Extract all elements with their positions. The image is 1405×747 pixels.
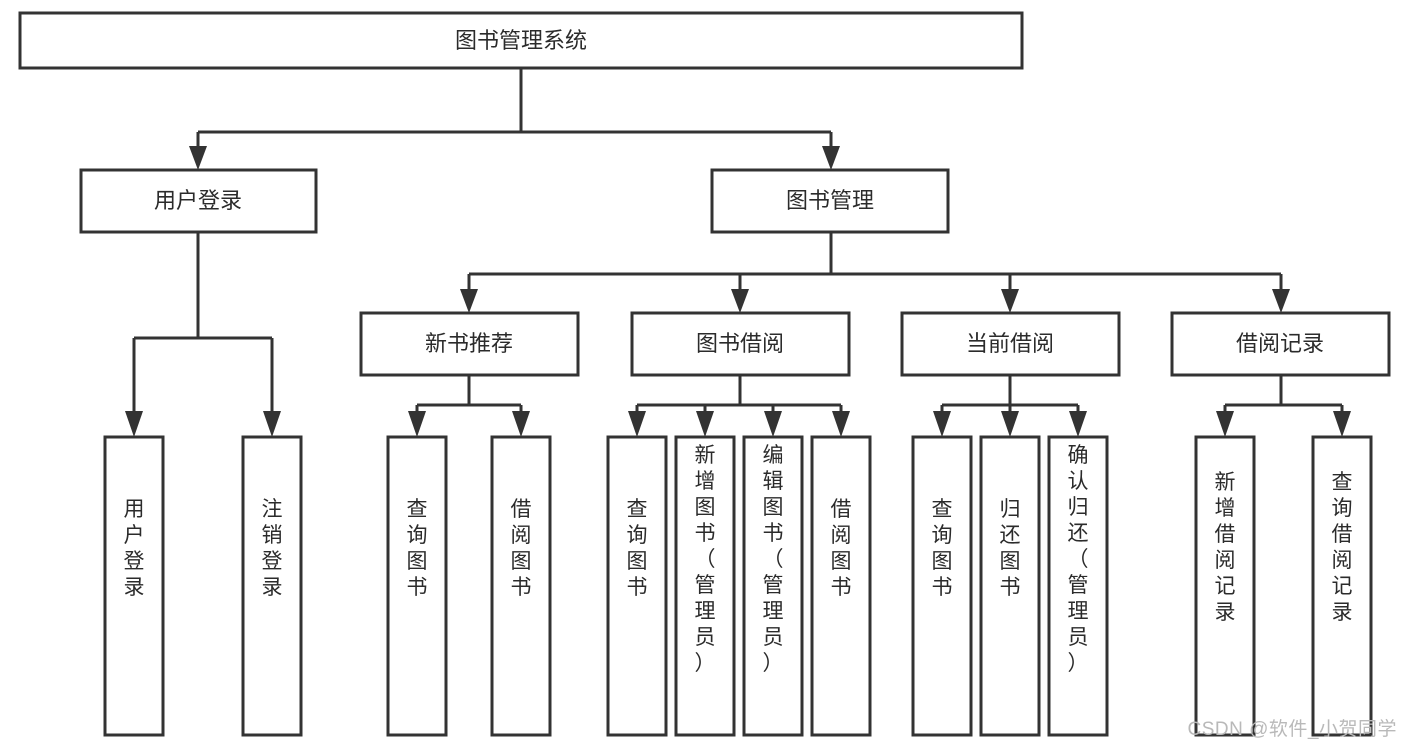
- node-leaf-logout-login[interactable]: 注销登录: [241, 435, 303, 737]
- node-root[interactable]: 图书管理系统: [18, 11, 1024, 70]
- node-book-management-label: 图书管理: [786, 188, 874, 213]
- node-new-book-recommend-label: 新书推荐: [425, 331, 513, 356]
- node-leaf-query-book-1-label: 查询图书: [407, 498, 428, 599]
- arrowhead-leaf-user-login: [125, 411, 143, 437]
- node-borrow-record-box[interactable]: [1170, 311, 1391, 377]
- node-leaf-borrow-book-2-box[interactable]: [810, 435, 872, 737]
- node-leaf-user-login-box[interactable]: [103, 435, 165, 737]
- node-leaf-add-book-admin-label: 新增图书（管理员）: [695, 444, 716, 675]
- node-leaf-return-book-label: 归还图书: [1000, 498, 1021, 599]
- node-leaf-confirm-return-admin-label: 确认归还（管理员）: [1068, 444, 1089, 675]
- node-book-borrow[interactable]: 图书借阅: [630, 311, 851, 377]
- node-current-borrow[interactable]: 当前借阅: [900, 311, 1121, 377]
- node-leaf-query-book-2[interactable]: 查询图书: [606, 435, 668, 737]
- connector-layer: [125, 68, 1351, 437]
- node-book-management[interactable]: 图书管理: [710, 168, 950, 234]
- node-leaf-query-borrow-record-box[interactable]: [1311, 435, 1373, 737]
- node-leaf-edit-book-admin-box[interactable]: [742, 435, 804, 737]
- arrowhead-leaf-return-book: [1001, 411, 1019, 437]
- arrowhead-current-borrow: [1001, 289, 1019, 313]
- node-book-borrow-label: 图书借阅: [696, 331, 784, 356]
- node-book-borrow-box[interactable]: [630, 311, 851, 377]
- node-leaf-return-book-box[interactable]: [979, 435, 1041, 737]
- arrowhead-book-management: [822, 146, 840, 170]
- node-current-borrow-label: 当前借阅: [966, 331, 1054, 356]
- node-user-login-box[interactable]: [79, 168, 318, 234]
- arrowhead-leaf-query-book-2: [628, 411, 646, 437]
- arrowhead-leaf-confirm-return-admin: [1069, 411, 1087, 437]
- node-leaf-add-book-admin-box[interactable]: [674, 435, 736, 737]
- node-leaf-logout-login-box[interactable]: [241, 435, 303, 737]
- node-leaf-user-login[interactable]: 用户登录: [103, 435, 165, 737]
- arrowhead-leaf-query-borrow-record: [1333, 411, 1351, 437]
- node-book-management-box[interactable]: [710, 168, 950, 234]
- arrowhead-leaf-borrow-book-2: [832, 411, 850, 437]
- arrowhead-user-login: [189, 146, 207, 170]
- arrowhead-book-borrow: [731, 289, 749, 313]
- node-leaf-return-book[interactable]: 归还图书: [979, 435, 1041, 737]
- arrowhead-borrow-record: [1272, 289, 1290, 313]
- node-current-borrow-box[interactable]: [900, 311, 1121, 377]
- node-leaf-query-book-1-box[interactable]: [386, 435, 448, 737]
- node-new-book-recommend-box[interactable]: [359, 311, 580, 377]
- node-leaf-borrow-book-2-label: 借阅图书: [831, 498, 852, 599]
- arrowhead-new-book-recommend: [460, 289, 478, 313]
- arrowhead-leaf-query-book-3: [933, 411, 951, 437]
- node-leaf-edit-book-admin-label: 编辑图书（管理员）: [763, 444, 784, 675]
- node-borrow-record[interactable]: 借阅记录: [1170, 311, 1391, 377]
- node-leaf-add-borrow-record-label: 新增借阅记录: [1215, 471, 1236, 624]
- node-user-login[interactable]: 用户登录: [79, 168, 318, 234]
- node-leaf-logout-login-label: 注销登录: [262, 498, 283, 599]
- node-leaf-query-book-2-label: 查询图书: [627, 498, 648, 599]
- node-leaf-query-book-3-box[interactable]: [911, 435, 973, 737]
- node-leaf-query-book-1[interactable]: 查询图书: [386, 435, 448, 737]
- node-root-label: 图书管理系统: [455, 28, 587, 53]
- arrowhead-leaf-query-book-1: [408, 411, 426, 437]
- csdn-watermark: CSDN @软件_小贺同学: [1187, 719, 1397, 740]
- node-user-login-label: 用户登录: [154, 188, 242, 213]
- node-leaf-add-book-admin[interactable]: 新增图书（管理员）: [674, 435, 736, 737]
- node-leaf-add-borrow-record[interactable]: 新增借阅记录: [1194, 435, 1256, 737]
- node-new-book-recommend[interactable]: 新书推荐: [359, 311, 580, 377]
- node-leaf-edit-book-admin[interactable]: 编辑图书（管理员）: [742, 435, 804, 737]
- arrowhead-leaf-add-borrow-record: [1216, 411, 1234, 437]
- node-leaf-query-borrow-record[interactable]: 查询借阅记录: [1311, 435, 1373, 737]
- node-root-box[interactable]: [18, 11, 1024, 70]
- node-leaf-query-book-3[interactable]: 查询图书: [911, 435, 973, 737]
- node-leaf-add-borrow-record-box[interactable]: [1194, 435, 1256, 737]
- node-leaf-borrow-book-1[interactable]: 借阅图书: [490, 435, 552, 737]
- node-leaf-query-book-2-box[interactable]: [606, 435, 668, 737]
- arrowhead-leaf-edit-book-admin: [764, 411, 782, 437]
- node-leaf-query-book-3-label: 查询图书: [932, 498, 953, 599]
- node-leaf-query-borrow-record-label: 查询借阅记录: [1332, 471, 1353, 624]
- node-leaf-borrow-book-1-box[interactable]: [490, 435, 552, 737]
- node-leaf-user-login-label: 用户登录: [124, 498, 145, 599]
- arrowhead-leaf-borrow-book-1: [512, 411, 530, 437]
- arrowhead-leaf-logout-login: [263, 411, 281, 437]
- node-leaf-confirm-return-admin[interactable]: 确认归还（管理员）: [1047, 435, 1109, 737]
- arrowhead-leaf-add-book-admin: [696, 411, 714, 437]
- node-leaf-confirm-return-admin-box[interactable]: [1047, 435, 1109, 737]
- node-borrow-record-label: 借阅记录: [1236, 331, 1324, 356]
- node-leaf-borrow-book-2[interactable]: 借阅图书: [810, 435, 872, 737]
- node-leaf-borrow-book-1-label: 借阅图书: [511, 498, 532, 599]
